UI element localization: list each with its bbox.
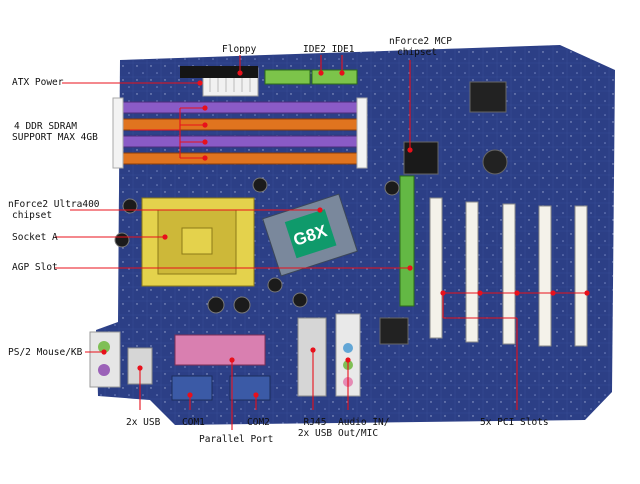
label-ide: IDE2 IDE1 — [303, 44, 355, 55]
mcp-chip — [403, 141, 439, 175]
pointer-lines — [55, 55, 587, 430]
ide2-connector — [264, 69, 311, 85]
lan-chip — [379, 317, 409, 345]
label-atx-power: ATX Power — [12, 77, 64, 88]
label-socket-a: Socket A — [12, 232, 58, 243]
label-com1: COM1 — [182, 417, 205, 428]
label-usb: 2x USB — [126, 417, 161, 428]
parallel-port — [174, 334, 266, 366]
label-audio-line1: Audio IN/ — [338, 417, 390, 428]
label-audio-line2: Out/MIC — [338, 428, 379, 439]
label-ultra400-line1: nForce2 Ultra400 — [8, 199, 100, 210]
label-rj45-line2: 2x USB — [297, 428, 333, 439]
pointer-dots — [101, 70, 590, 398]
label-mcp-line2: chipset — [397, 47, 438, 58]
northbridge-heatsink: G8X — [262, 193, 358, 277]
label-mcp-line1: nForce2 MCP — [389, 36, 452, 47]
label-ddr-line2: SUPPORT MAX 4GB — [12, 132, 98, 143]
label-ps2: PS/2 Mouse/KB — [8, 347, 83, 358]
dimm-slots — [112, 97, 368, 169]
label-parallel-port: Parallel Port — [199, 434, 274, 445]
socket-a — [141, 197, 255, 287]
ps2-ports — [89, 331, 121, 388]
label-ultra400-line2: chipset — [12, 210, 53, 221]
label-floppy: Floppy — [222, 44, 257, 55]
pci-slots — [429, 197, 588, 347]
label-pci-slots: 5x PCI Slots — [480, 417, 549, 428]
rj45-usb-stack — [297, 317, 327, 397]
agp-slot — [399, 175, 415, 307]
capacitors — [114, 177, 400, 314]
cmos-battery — [482, 149, 508, 175]
label-rj45-line1: RJ45 — [303, 417, 327, 428]
bios-chip — [469, 81, 507, 113]
label-com2: COM2 — [247, 417, 270, 428]
com2-port — [229, 375, 271, 401]
label-ddr-line1: 4 DDR SDRAM — [14, 121, 77, 132]
floppy-connector — [180, 66, 258, 78]
label-agp-slot: AGP Slot — [12, 262, 58, 273]
